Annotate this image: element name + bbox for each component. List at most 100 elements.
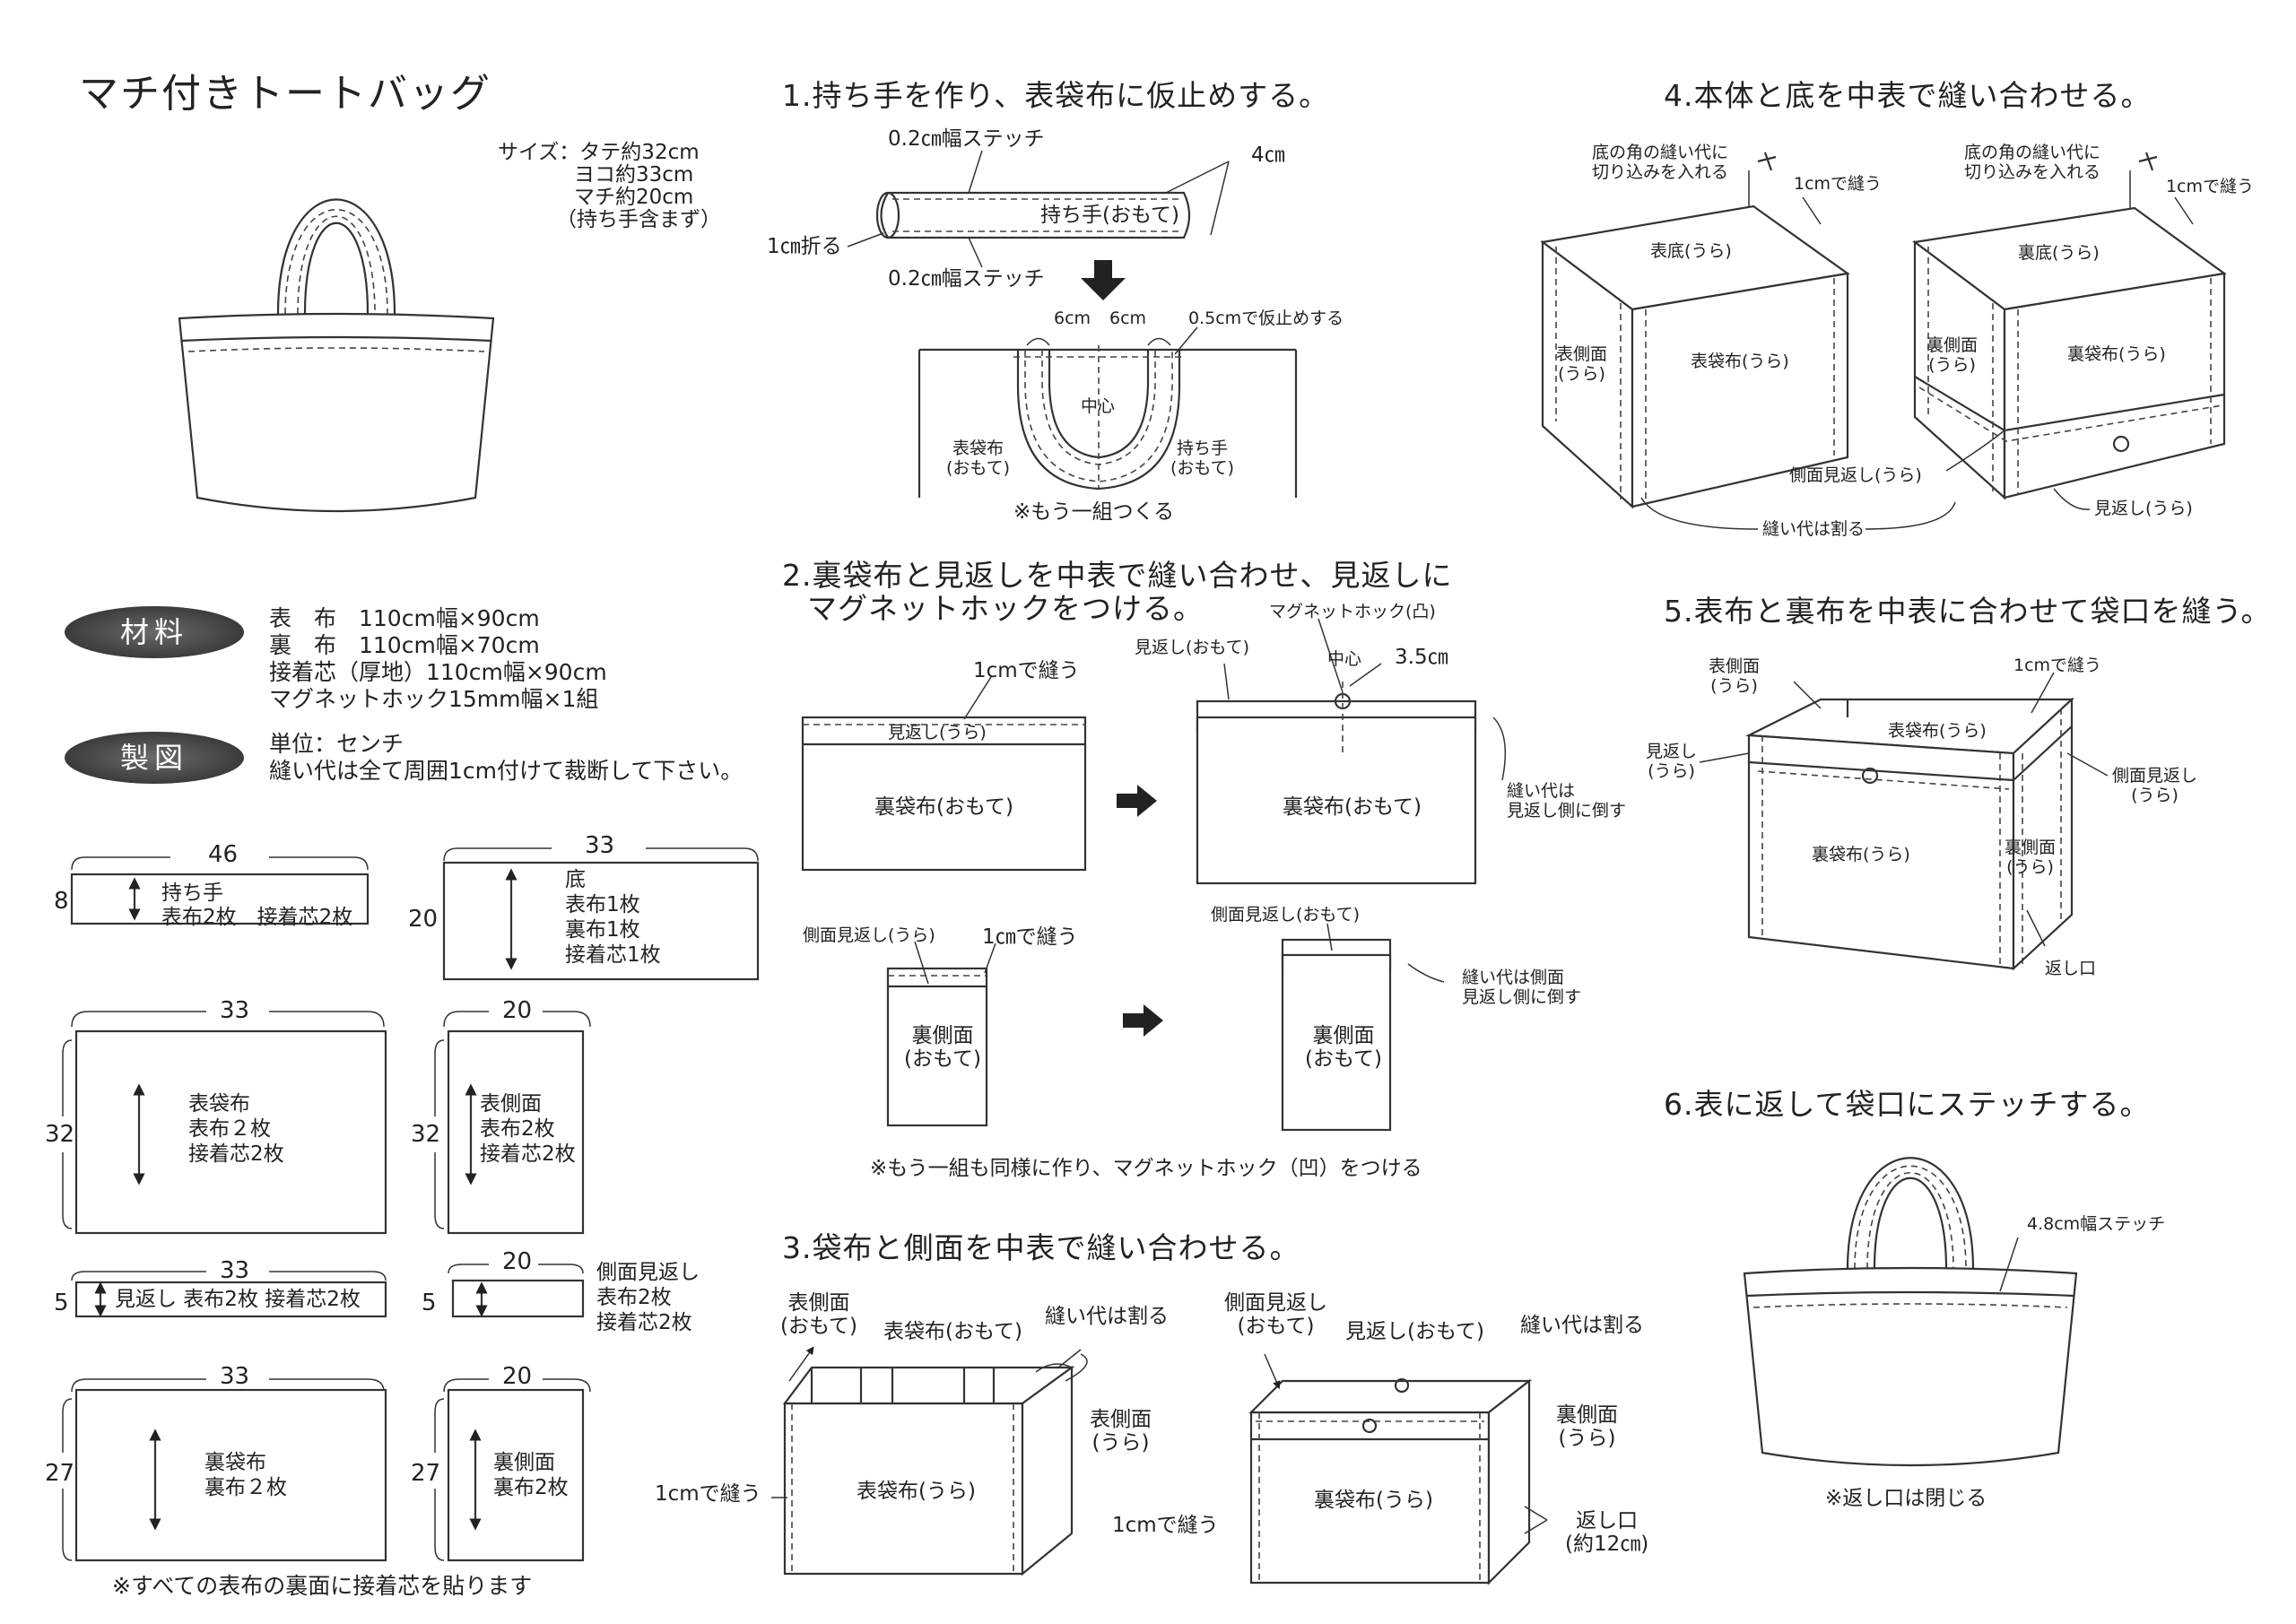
step4-clip: 底の角の縫い代に 切り込みを入れる [1592,143,1729,182]
step5-opening: 返し口 [2045,959,2097,978]
piece-8-info: 裏布2枚 [493,1476,569,1499]
step4-illustration [1540,152,2227,530]
size-yoko: ヨコ約33cm [574,163,694,187]
step3-title: 3.袋布と側面を中表で縫い合わせる。 [782,1230,1300,1265]
piece-6-name: 側面見返し [596,1261,700,1284]
piece-3-info-2: 接着芯2枚 [188,1142,284,1166]
piece-6-width: 20 [502,1248,533,1275]
step2-press-1: 縫い代は 見返し側に倒す [1507,781,1627,821]
step5-title: 5.表布と裏布を中表に合わせて袋口を縫う。 [1664,594,2272,629]
piece-2-info-2: 裏布1枚 [565,918,640,942]
step3-opening: 返し口 (約12㎝) [1565,1509,1649,1557]
step3-lining-back: 裏袋布(うら) [1314,1489,1433,1512]
step3-split-2: 縫い代は割る [1520,1314,1644,1337]
piece-1-height: 8 [54,888,69,915]
step1-stitch-bottom: 0.2㎝幅ステッチ [888,267,1045,291]
step2-lining-face-2: 裏袋布(おもて) [1283,795,1422,819]
step2-magnet-convex: マグネットホック(凸) [1269,602,1436,621]
step6-illustration [1743,1157,2078,1467]
step2-facing-back: 見返し(うら) [888,723,987,743]
piece-3-name: 表袋布 [188,1092,250,1116]
step3-sew-a: 1cmで縫う [655,1482,761,1506]
piece-2-height: 20 [408,906,439,933]
step4-outer-side: 表側面 (うら) [1556,344,1608,384]
tote-illustration [178,198,495,513]
material-line-4: マグネットホック15mm幅×1組 [269,686,599,712]
step5-outer-bag: 表袋布(うら) [1888,721,1987,741]
step4-outer-bottom: 表底(うら) [1650,241,1732,261]
step5-side-facing: 側面見返し (うら) [2112,766,2198,805]
step3-outer-side-face: 表側面 (おもて) [780,1291,858,1339]
step4-split: 縫い代は割る [1762,519,1866,539]
step5-outer-side: 表側面 (うら) [1709,656,1761,696]
step5-lining-bag: 裏袋布(うら) [1812,845,1910,864]
pattern-footnote: ※すべての表布の裏面に接着芯を貼ります [112,1573,533,1599]
step3-outer-side-back: 表側面 (うら) [1090,1408,1152,1455]
step3-side-facing-face: 側面見返し (おもて) [1224,1291,1327,1339]
piece-5-width: 33 [220,1257,250,1284]
step1-tack: 0.5cmで仮止めする [1188,308,1344,328]
piece-3-width: 33 [220,997,250,1024]
step2-lining-face: 裏袋布(おもて) [874,795,1014,819]
step2-center: 中心 [1327,649,1362,669]
step1-6cm-right: 6cm [1109,308,1147,328]
step5-facing: 見返し (うら) [1646,742,1698,781]
step3-split-1: 縫い代は割る [1045,1305,1169,1328]
step4-title: 4.本体と底を中表で縫い合わせる。 [1664,78,2152,113]
step1-illustration [847,150,1298,498]
step2-title-1: 2.裏袋布と見返しを中表で縫い合わせ、見返しに [782,558,1453,593]
piece-8-name: 裏側面 [493,1451,555,1474]
step1-fold: 1㎝折る [767,235,842,258]
step4-facing: 見返し(うら) [2094,499,2193,518]
material-line-2: 裏 布 110cm幅×70cm [269,632,540,658]
step2-side-lining-2: 裏側面 (おもて) [1305,1024,1383,1072]
step3-facing-face: 見返し(おもて) [1345,1320,1485,1343]
piece-5-label: 見返し 表布2枚 接着芯2枚 [115,1288,361,1311]
step5-illustration [1699,672,2109,971]
pattern-pieces [62,847,760,1562]
step2-sew-2: 1㎝で縫う [982,925,1078,949]
piece-2-name: 底 [565,868,586,891]
piece-6-info-2: 接着芯2枚 [596,1311,692,1334]
page-title: マチ付きトートバッグ [79,71,491,117]
step2-facing-face: 見返し(おもて) [1135,638,1250,657]
step4-outer-bag: 表袋布(うら) [1691,352,1789,371]
step4-sew-2: 1cmで縫う [2166,177,2255,196]
step1-stitch-top: 0.2㎝幅ステッチ [888,127,1045,151]
materials-badge: 材料 [65,606,244,658]
step2-title-2: マグネットホックをつける。 [807,591,1204,626]
step5-sew: 1cmで縫う [2013,656,2102,675]
step4-side-facing: 側面見返し(うら) [1789,465,1922,485]
piece-7-height: 27 [45,1460,75,1487]
piece-5-height: 5 [54,1290,69,1316]
piece-4-info-1: 表布2枚 [480,1117,555,1141]
step6-title: 6.表に返して袋口にステッチする。 [1664,1087,2151,1122]
step1-width-4cm: 4㎝ [1251,143,1285,167]
step2-illustration [801,618,1507,1132]
step2-note: ※もう一組も同様に作り、マグネットホック（凹）をつける [870,1157,1422,1180]
material-line-1: 表 布 110cm幅×90cm [269,605,540,631]
step2-side-facing-back: 側面見返し(うら) [803,925,935,945]
piece-3-height: 32 [45,1121,75,1148]
size-note: （持ち手含まず） [556,208,721,231]
piece-1-name: 持ち手 [161,881,223,905]
piece-8-width: 20 [502,1363,533,1390]
step3-lining-side-back: 裏側面 (うら) [1556,1403,1618,1451]
piece-7-name: 裏袋布 [204,1451,266,1474]
step3-outer-bag-back: 表袋布(うら) [857,1480,976,1503]
step1-handle2: 持ち手 (おもて) [1170,439,1235,478]
pattern-unit: 単位：センチ [269,731,404,757]
step4-lining-side: 裏側面 (うら) [1926,335,1979,375]
piece-4-width: 20 [502,997,533,1024]
step6-stitch: 4.8cm幅ステッチ [2027,1214,2166,1234]
piece-4-name: 表側面 [480,1092,542,1116]
step3-sew-b: 1cmで縫う [1112,1514,1219,1537]
size-machi: マチ約20cm [574,186,694,209]
step3-illustration [771,1346,1548,1585]
piece-8-height: 27 [411,1460,441,1487]
step2-press-2: 縫い代は側面 見返し側に倒す [1462,968,1582,1007]
step1-outer-bag: 表袋布 (おもて) [946,439,1011,478]
step2-side-facing-face: 側面見返し(おもて) [1211,905,1361,925]
piece-2-info-3: 接着芯1枚 [565,943,661,967]
